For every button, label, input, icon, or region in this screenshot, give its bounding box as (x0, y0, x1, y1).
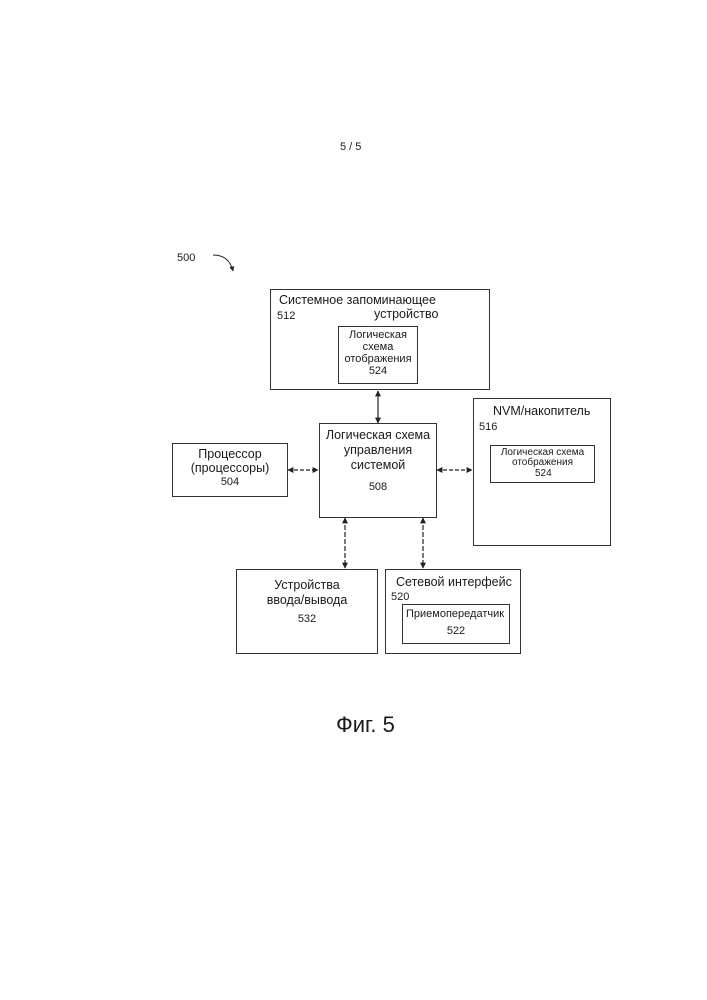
memory-display-logic-line3: отображения (339, 353, 417, 365)
processor-line2: (процессоры) (173, 461, 287, 475)
system-memory-block: Системное запоминающее 512 устройство Ло… (270, 289, 490, 390)
nvm-storage-block: NVM/накопитель 516 Логическая схема отоб… (473, 398, 611, 546)
processor-block: Процессор (процессоры) 504 (172, 443, 288, 497)
processor-line1: Процессор (173, 447, 287, 461)
figure-caption: Фиг. 5 (336, 712, 395, 738)
system-control-number: 508 (320, 480, 436, 494)
nvm-number: 516 (479, 420, 497, 434)
processor-number: 504 (173, 475, 287, 489)
memory-display-logic-number: 524 (339, 365, 417, 377)
io-devices-block: Устройства ввода/вывода 532 (236, 569, 378, 654)
memory-display-logic-line1: Логическая (339, 329, 417, 341)
network-interface-block: Сетевой интерфейс 520 Приемопередатчик 5… (385, 569, 521, 654)
system-control-line1: Логическая схема (320, 428, 436, 442)
io-devices-line2: ввода/вывода (237, 593, 377, 607)
system-memory-title-line1: Системное запоминающее (279, 293, 436, 307)
system-control-logic-block: Логическая схема управления системой 508 (319, 423, 437, 518)
system-memory-number: 512 (277, 309, 295, 323)
nvm-display-logic-number: 524 (535, 468, 552, 479)
nvm-display-logic-line2: отображения (491, 457, 594, 468)
memory-display-logic-line2: схема (339, 341, 417, 353)
system-memory-title-line2: устройство (374, 307, 438, 321)
memory-display-logic-block: Логическая схема отображения 524 (338, 326, 418, 384)
network-interface-title: Сетевой интерфейс (396, 575, 512, 589)
transceiver-number: 522 (403, 624, 509, 638)
nvm-display-logic-block: Логическая схема отображения 524 (490, 445, 595, 483)
system-control-line3: системой (320, 458, 436, 472)
nvm-title: NVM/накопитель (493, 404, 590, 418)
figure-reference-arrow (213, 255, 233, 271)
io-devices-number: 532 (237, 612, 377, 626)
transceiver-block: Приемопередатчик 522 (402, 604, 510, 644)
system-control-line2: управления (320, 443, 436, 457)
transceiver-label: Приемопередатчик (406, 607, 504, 621)
network-interface-number: 520 (391, 590, 409, 604)
io-devices-line1: Устройства (237, 578, 377, 592)
